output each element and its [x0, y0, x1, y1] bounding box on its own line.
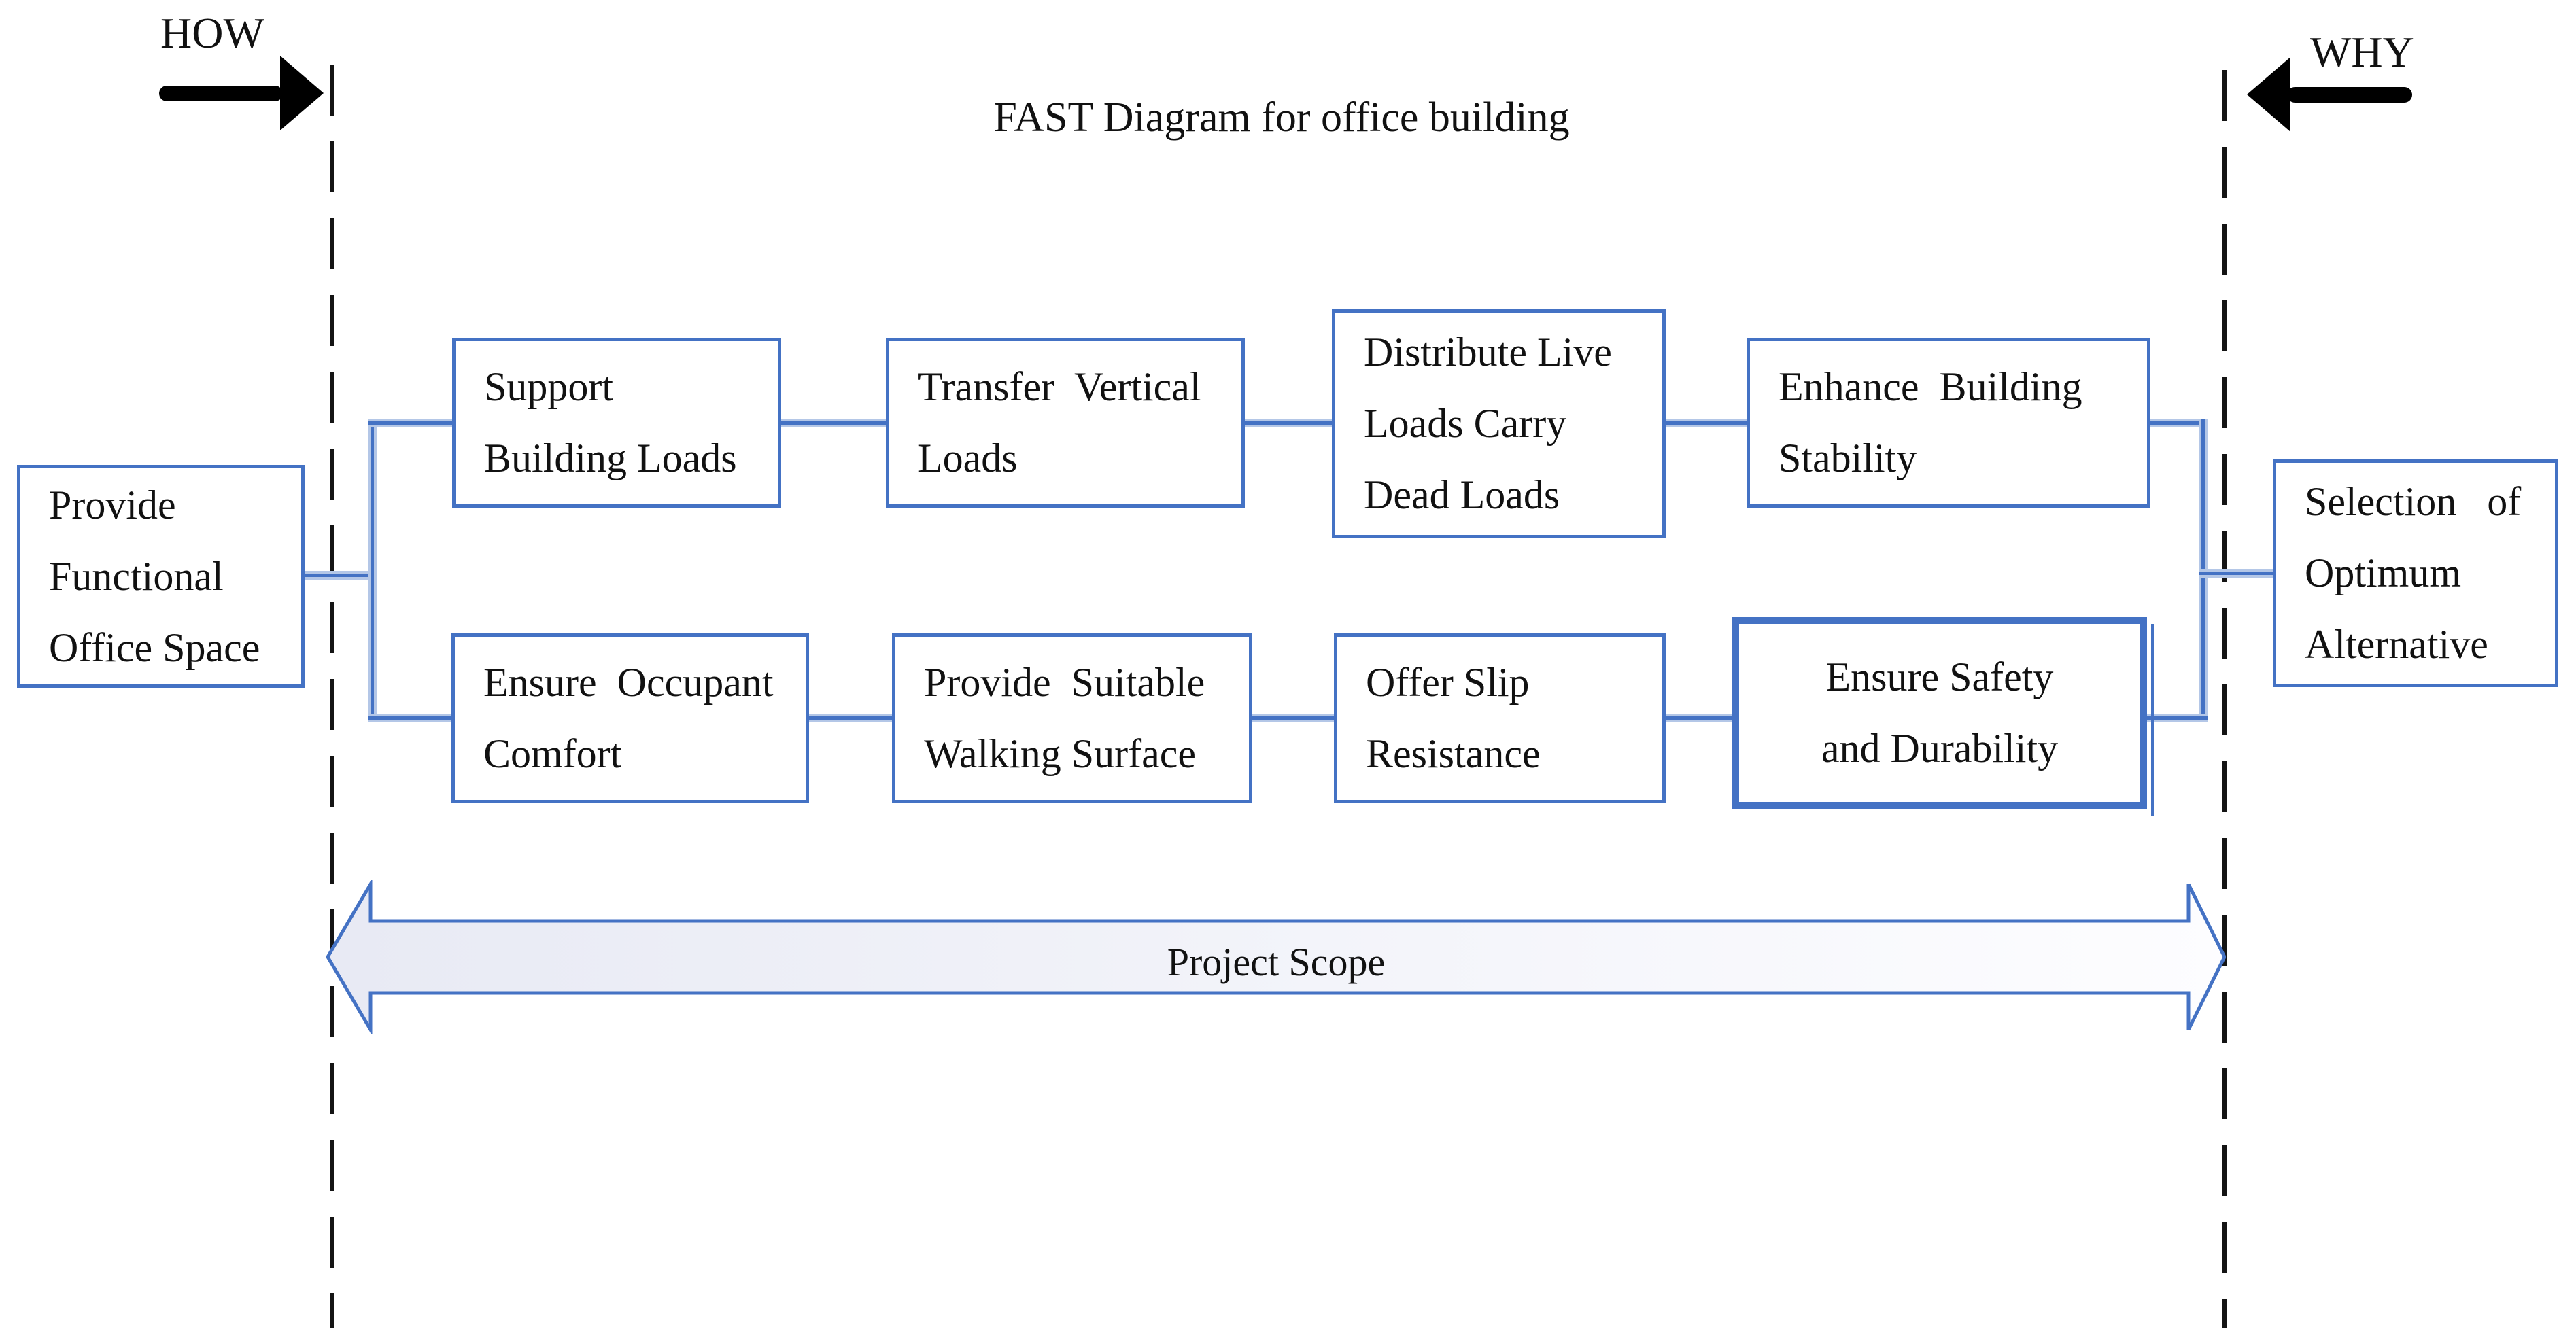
connector-enhance-to-trunk: [2150, 419, 2208, 427]
why-arrow-head-icon: [2247, 57, 2290, 132]
connector-basic-to-trunk: [305, 571, 377, 580]
scope-line-right: [2222, 70, 2227, 1328]
function-box-distribute-live-loads: Distribute Live Loads Carry Dead Loads: [1332, 309, 1666, 538]
function-box-offer-slip-resistance: Offer Slip Resistance: [1334, 633, 1666, 803]
connector-support-to-transfer: [781, 419, 886, 427]
connector-walking-to-slip: [1252, 714, 1334, 722]
function-box-provide-functional-office-space: Provide Functional Office Space: [17, 465, 305, 688]
how-arrow: [159, 86, 283, 101]
diagram-title: FAST Diagram for office building: [993, 94, 1570, 141]
function-box-label: Selection of Optimum Alternative: [2305, 479, 2522, 667]
function-box-enhance-building-stability: Enhance Building Stability: [1747, 338, 2150, 508]
connector-slip-to-safety: [1666, 714, 1732, 722]
why-label: WHY: [2310, 28, 2414, 76]
function-box-label: Enhance Building Stability: [1779, 364, 2082, 480]
function-box-label: Ensure Occupant Comfort: [483, 660, 774, 776]
function-box-ensure-occupant-comfort: Ensure Occupant Comfort: [451, 633, 809, 803]
project-scope-label: Project Scope: [1167, 940, 1386, 984]
function-box-label: Transfer Vertical Loads: [918, 364, 1201, 480]
connector-comfort-to-walking: [809, 714, 892, 722]
function-box-label: Provide Functional Office Space: [49, 482, 260, 670]
connector-trunk-to-comfort: [368, 714, 451, 722]
project-scope-arrow: [326, 880, 2226, 1034]
how-label: HOW: [160, 9, 264, 57]
connector-distribute-to-enhance: [1666, 419, 1747, 427]
connector-trunk-to-selection: [2199, 569, 2273, 578]
connector-left-trunk: [368, 419, 377, 722]
scope-line-left: [330, 65, 334, 1328]
function-box-ensure-safety-durability: Ensure Safety and Durability: [1732, 617, 2147, 809]
why-arrow: [2287, 87, 2412, 103]
function-box-selection-optimum-alternative: Selection of Optimum Alternative: [2273, 459, 2558, 687]
how-arrow-head-icon: [280, 56, 324, 130]
function-box-label: Provide Suitable Walking Surface: [924, 660, 1205, 776]
connector-trunk-to-support: [368, 419, 452, 427]
function-box-label: Offer Slip Resistance: [1366, 660, 1541, 776]
function-box-label: Support Building Loads: [484, 364, 737, 480]
connector-safety-to-trunk: [2147, 714, 2208, 722]
function-box-transfer-vertical-loads: Transfer Vertical Loads: [886, 338, 1245, 508]
function-box-label: Distribute Live Loads Carry Dead Loads: [1364, 330, 1612, 517]
function-box-provide-suitable-walking-surface: Provide Suitable Walking Surface: [892, 633, 1252, 803]
connector-transfer-to-distribute: [1245, 419, 1332, 427]
safety-box-offset-line: [2151, 624, 2154, 816]
function-box-label: Ensure Safety and Durability: [1821, 654, 2059, 771]
project-scope-arrow-shape: [326, 880, 2226, 1034]
function-box-support-building-loads: Support Building Loads: [452, 338, 781, 508]
